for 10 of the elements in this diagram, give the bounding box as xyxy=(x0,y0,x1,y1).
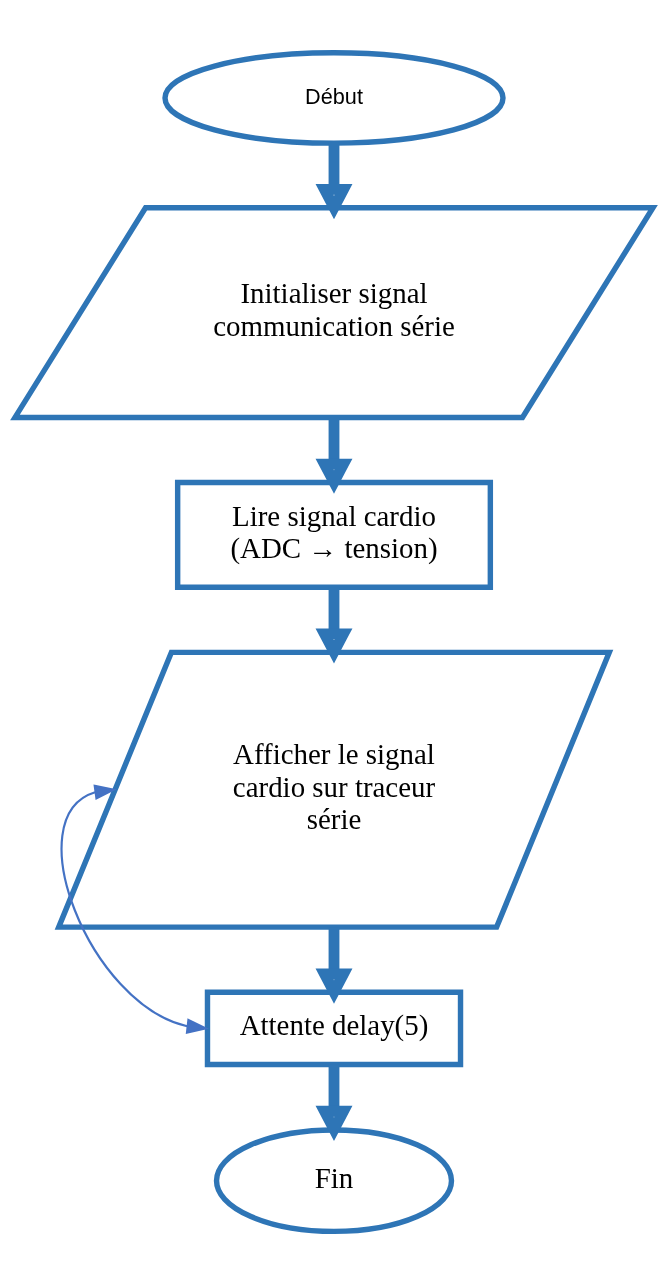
node-ellipse: Fin xyxy=(213,1126,455,1234)
node-box: Lire signal cardio (ADC → tension) xyxy=(174,479,494,590)
node-ellipse: Début xyxy=(162,49,506,146)
node-box: Attente delay(5) xyxy=(204,988,464,1067)
arrow xyxy=(60,784,209,1034)
arrow xyxy=(315,142,353,219)
arrow xyxy=(315,1064,353,1141)
arrow xyxy=(315,587,353,664)
arrow xyxy=(315,417,353,494)
arrow xyxy=(315,927,353,1004)
